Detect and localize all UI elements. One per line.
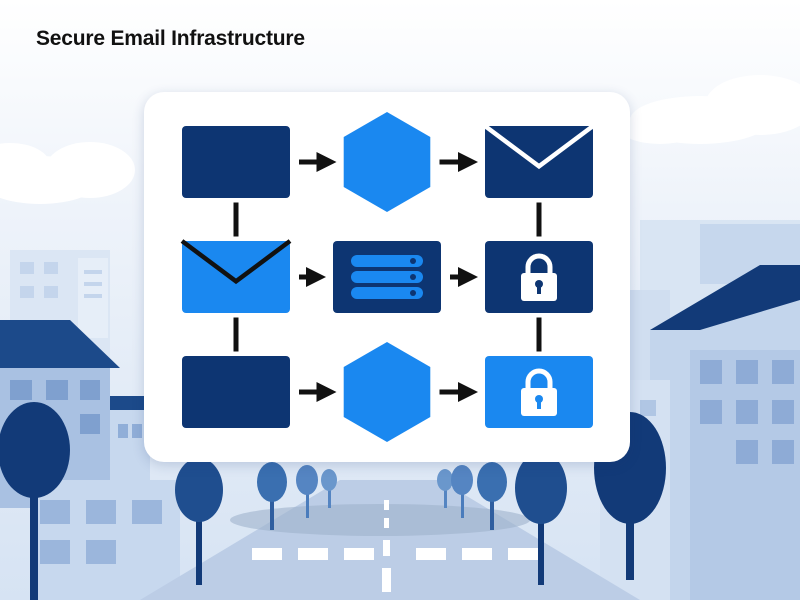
mail-envelope-2 <box>180 239 292 313</box>
processor-hexagon-1 <box>343 112 431 212</box>
box-node <box>182 356 290 428</box>
page-title: Secure Email Infrastructure <box>36 27 305 50</box>
cloud-right <box>620 75 800 144</box>
building-left-front <box>30 480 180 600</box>
tree-left-big <box>0 402 70 600</box>
cloud-left <box>0 142 135 204</box>
lock-box-1 <box>485 241 593 313</box>
processor-hexagon-2 <box>343 342 431 442</box>
lock-box-2 <box>485 356 593 428</box>
source-box-1 <box>182 126 290 198</box>
server-icon <box>351 255 423 299</box>
trees-left-small <box>257 462 337 530</box>
lock-icon <box>521 368 557 416</box>
flow-diagram <box>180 112 595 442</box>
envelope-icon <box>483 124 595 170</box>
hexagon-node <box>343 112 431 212</box>
envelope-icon <box>180 239 292 285</box>
hexagon-node <box>343 342 431 442</box>
tree-left-mid <box>175 458 223 585</box>
trees-right-small <box>437 462 507 530</box>
source-box-2 <box>182 356 290 428</box>
crosswalk <box>252 548 538 560</box>
box-node <box>182 126 290 198</box>
mail-envelope-1 <box>483 124 595 198</box>
road <box>140 480 640 600</box>
lock-icon <box>521 253 557 301</box>
server-box <box>333 241 441 313</box>
tree-right-mid <box>515 452 567 585</box>
